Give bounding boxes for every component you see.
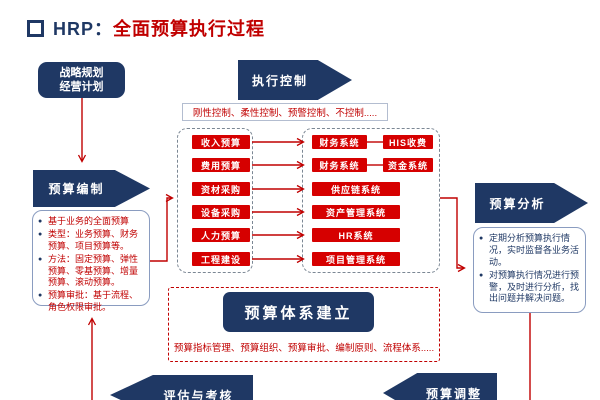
system-box: 资产管理系统 — [312, 205, 400, 219]
budget-system-note: 预算指标管理、预算组织、预算审批、编制原则、流程体系..... — [173, 343, 435, 354]
budget-system-container — [168, 287, 440, 362]
list-item: ● 定期分析预算执行情况，实时监督各业务活动。 — [479, 233, 581, 269]
title-main: 全面预算执行过程 — [113, 19, 266, 39]
note-text: 定期分析预算执行情况，实时监督各业务活动。 — [489, 233, 580, 267]
stage-budget-preparation: 预算编制 — [33, 170, 150, 207]
bullet-icon: ● — [38, 292, 43, 300]
system-box: HR系统 — [312, 228, 400, 242]
strategic-plan-line1: 战略规划 — [59, 66, 104, 79]
connector-systems-to-analysis — [440, 197, 466, 273]
budget-box: 人力预算 — [192, 228, 250, 242]
bullet-icon: ● — [38, 218, 43, 225]
sub-system-box: 资金系统 — [383, 158, 433, 172]
system-box: 项目管理系统 — [312, 252, 400, 266]
bullet-icon: ● — [38, 255, 43, 263]
bullet-icon: ● — [479, 235, 484, 242]
budget-box: 设备采购 — [192, 205, 250, 219]
list-item: ● 类型：业务预算、财务预算、项目预算等。 — [38, 229, 145, 253]
title-prefix: HRP： — [53, 19, 114, 39]
system-box: 供应链系统 — [312, 182, 400, 196]
note-text: 方法：固定预算、弹性预算、零基预算、增量预算、滚动预算。 — [48, 253, 139, 288]
list-item: ● 预算审批：基于流程、角色权限审批。 — [38, 290, 145, 314]
budget-box: 费用预算 — [192, 158, 250, 172]
sub-system-box: HIS收费 — [383, 135, 433, 149]
system-box: 财务系统 — [312, 135, 367, 149]
square-bullet-icon — [27, 19, 44, 37]
note-text: 预算审批：基于流程、角色权限审批。 — [48, 290, 139, 313]
stage-execution-control: 执行控制 — [238, 60, 352, 100]
connector-notes-to-budget-items — [150, 193, 174, 262]
node-budget-system: 预算体系建立 — [223, 292, 374, 332]
note-text: 基于业务的全面预算 — [48, 216, 130, 226]
control-modes-note: 刚性控制、柔性控制、预警控制、不控制..... — [182, 103, 388, 121]
note-text: 对预算执行情况进行预警，及时进行分析，找出问题并解决问题。 — [489, 269, 580, 304]
list-item: ● 基于业务的全面预算 — [38, 216, 145, 228]
bullet-icon: ● — [479, 271, 484, 279]
budget-box: 收入预算 — [192, 135, 250, 149]
page-title: HRP：全面预算执行过程 — [27, 15, 265, 41]
list-item: ● 对预算执行情况进行预警，及时进行分析，找出问题并解决问题。 — [479, 270, 581, 306]
budget-analysis-notes: ● 定期分析预算执行情况，实时监督各业务活动。 ● 对预算执行情况进行预警，及时进行… — [473, 227, 586, 313]
budget-box: 工程建设 — [192, 252, 250, 266]
system-box: 财务系统 — [312, 158, 367, 172]
bullet-icon: ● — [38, 230, 43, 238]
list-item: ● 方法：固定预算、弹性预算、零基预算、增量预算、滚动预算。 — [38, 254, 145, 290]
systems-container — [302, 128, 440, 273]
strategic-plan-line2: 经营计划 — [59, 81, 104, 93]
page-title-text: HRP：全面预算执行过程 — [53, 15, 265, 41]
budget-items-container — [177, 128, 253, 273]
budget-preparation-notes: ● 基于业务的全面预算 ● 类型：业务预算、财务预算、项目预算等。 ● 方法：固定预算… — [32, 210, 150, 312]
stage-evaluation: 评估与考核 — [110, 375, 253, 400]
node-strategic-plan: 战略规划 经营计划 — [38, 62, 125, 98]
stage-budget-analysis: 预算分析 — [475, 183, 588, 223]
note-text: 类型：业务预算、财务预算、项目预算等。 — [48, 228, 139, 251]
budget-box: 资材采购 — [192, 182, 250, 196]
stage-budget-adjustment: 预算调整 — [383, 373, 497, 400]
